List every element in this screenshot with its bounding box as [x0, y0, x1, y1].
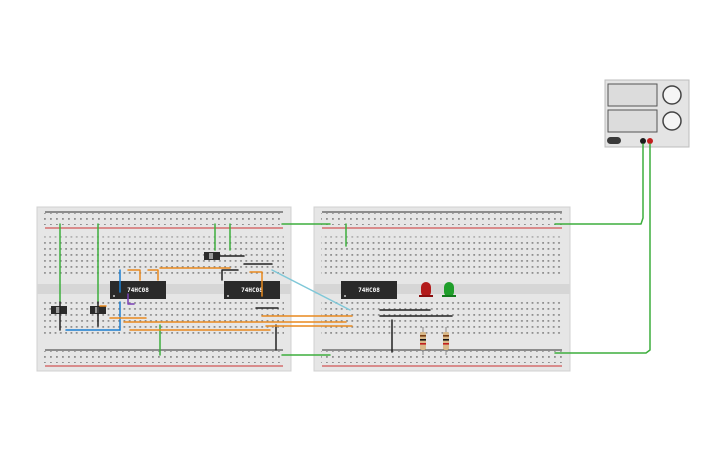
- voltage-knob[interactable]: [662, 85, 682, 105]
- chip-u2-label: 74HC08: [241, 287, 263, 294]
- chip-u3[interactable]: 74HC08: [341, 281, 397, 299]
- wire-black-5[interactable]: [221, 269, 239, 281]
- resistor-1[interactable]: [420, 327, 426, 355]
- chip-u1[interactable]: 74HC08: [110, 281, 166, 299]
- wire-purple-1[interactable]: [127, 293, 135, 305]
- wire-orange-2[interactable]: [147, 269, 159, 281]
- slide-switch-3[interactable]: [204, 252, 220, 260]
- current-knob[interactable]: [662, 111, 682, 131]
- breadboard-left[interactable]: [36, 206, 292, 372]
- positive-terminal[interactable]: [647, 138, 653, 144]
- wire-cyan-1[interactable]: [271, 269, 351, 311]
- current-display: [607, 109, 658, 133]
- wire-orange-4[interactable]: [249, 271, 263, 297]
- wire-psu-negative[interactable]: [554, 143, 644, 225]
- slide-switch-1[interactable]: [51, 306, 67, 314]
- led-red[interactable]: [419, 282, 433, 297]
- wires: [59, 143, 651, 356]
- voltage-display: [607, 83, 658, 107]
- chip-u2[interactable]: 74HC08: [224, 281, 280, 299]
- chip-u1-label: 74HC08: [127, 287, 149, 294]
- power-switch[interactable]: [607, 137, 621, 144]
- led-green[interactable]: [442, 282, 456, 297]
- resistor-2[interactable]: [443, 327, 449, 355]
- chip-u3-label: 74HC08: [358, 287, 380, 294]
- power-supply[interactable]: [604, 79, 690, 148]
- negative-terminal[interactable]: [640, 138, 646, 144]
- wire-psu-positive[interactable]: [554, 143, 651, 354]
- wire-orange-1[interactable]: [127, 269, 141, 281]
